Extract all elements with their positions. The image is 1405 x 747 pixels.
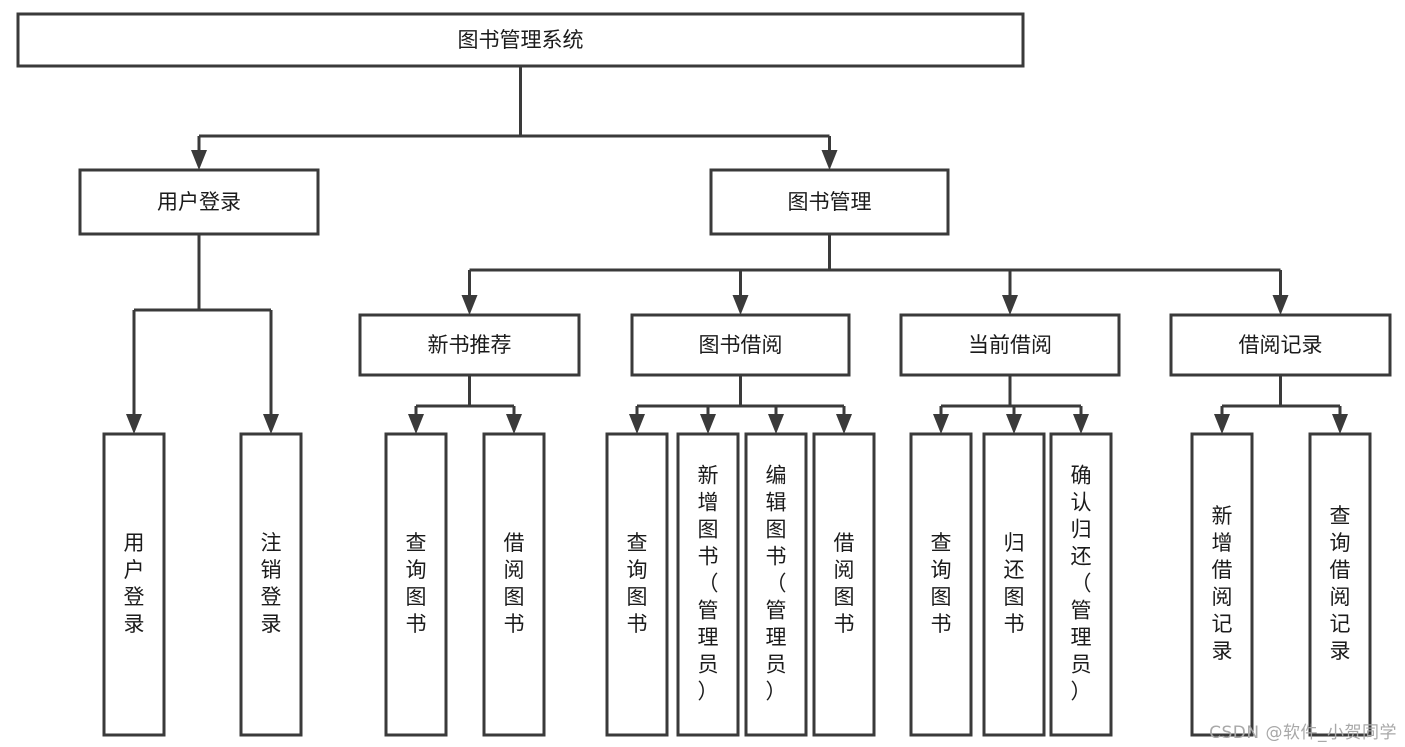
node-box-b3 [744,432,808,737]
arrow-head-icon [821,150,838,170]
node-newbook[interactable]: 新书推荐 [358,313,581,377]
arrow-head-icon [732,295,749,315]
node-box-l1 [102,432,166,737]
node-c3[interactable]: 确认归还（管理员） [1049,432,1113,737]
node-box-b1 [605,432,669,737]
node-login[interactable]: 用户登录 [78,168,320,236]
node-c2[interactable]: 归还图书 [982,432,1046,737]
node-box-l2 [239,432,303,737]
node-label-n2: 借阅图书 [504,531,525,636]
node-box-records [1169,313,1392,377]
node-records[interactable]: 借阅记录 [1169,313,1392,377]
node-n2[interactable]: 借阅图书 [482,432,546,737]
node-label-login: 用户登录 [157,190,241,214]
node-root[interactable]: 图书管理系统 [16,12,1025,68]
node-box-current [899,313,1121,377]
node-bookmgmt[interactable]: 图书管理 [709,168,950,236]
node-label-newbook: 新书推荐 [428,333,512,357]
node-label-b3: 编辑图书（管理员） [766,464,787,704]
node-box-c3 [1049,432,1113,737]
node-r1[interactable]: 新增借阅记录 [1190,432,1254,737]
node-box-bookmgmt [709,168,950,236]
node-current[interactable]: 当前借阅 [899,313,1121,377]
node-box-n1 [384,432,448,737]
node-label-r2: 查询借阅记录 [1330,504,1351,663]
node-label-b2: 新增图书（管理员） [698,464,719,704]
node-borrow[interactable]: 图书借阅 [630,313,851,377]
arrow-head-icon [1332,414,1348,434]
arrow-head-icon [768,414,784,434]
arrow-head-icon [263,414,279,434]
arrow-head-icon [933,414,949,434]
watermark-text: CSDN @软件_小贺同学 [1209,723,1397,743]
arrow-head-icon [629,414,645,434]
node-box-b4 [812,432,876,737]
arrow-head-icon [506,414,522,434]
node-n1[interactable]: 查询图书 [384,432,448,737]
node-box-r2 [1308,432,1372,737]
node-label-r1: 新增借阅记录 [1212,504,1233,663]
arrow-head-icon [836,414,852,434]
node-label-bookmgmt: 图书管理 [788,190,872,214]
node-c1[interactable]: 查询图书 [909,432,973,737]
node-label-c3: 确认归还（管理员） [1071,464,1092,704]
node-label-current: 当前借阅 [968,333,1052,357]
node-box-r1 [1190,432,1254,737]
node-box-login [78,168,320,236]
connector-layer [126,66,1348,434]
arrow-head-icon [408,414,424,434]
node-b3[interactable]: 编辑图书（管理员） [744,432,808,737]
node-label-l2: 注销登录 [261,531,282,636]
node-label-root: 图书管理系统 [458,28,584,52]
arrow-head-icon [1006,414,1022,434]
arrow-head-icon [700,414,716,434]
node-box-borrow [630,313,851,377]
node-box-newbook [358,313,581,377]
node-b2[interactable]: 新增图书（管理员） [676,432,740,737]
node-label-borrow: 图书借阅 [699,333,783,357]
node-layer: 图书管理系统用户登录图书管理新书推荐图书借阅当前借阅借阅记录用户登录注销登录查询… [16,12,1392,737]
node-l2[interactable]: 注销登录 [239,432,303,737]
node-label-n1: 查询图书 [406,531,427,636]
node-label-l1: 用户登录 [124,531,145,636]
node-box-c2 [982,432,1046,737]
node-b4[interactable]: 借阅图书 [812,432,876,737]
node-box-c1 [909,432,973,737]
arrow-head-icon [1073,414,1089,434]
arrow-head-icon [1272,295,1289,315]
arrow-head-icon [191,150,207,170]
node-label-b4: 借阅图书 [834,531,855,636]
arrow-head-icon [1002,295,1018,315]
node-label-c2: 归还图书 [1004,531,1025,636]
node-label-b1: 查询图书 [627,531,648,636]
arrow-head-icon [461,295,478,315]
node-box-n2 [482,432,546,737]
node-r2[interactable]: 查询借阅记录 [1308,432,1372,737]
node-box-root [16,12,1025,68]
node-l1[interactable]: 用户登录 [102,432,166,737]
node-label-records: 借阅记录 [1239,333,1323,357]
node-b1[interactable]: 查询图书 [605,432,669,737]
node-label-c1: 查询图书 [931,531,952,636]
arrow-head-icon [1214,414,1230,434]
node-box-b2 [676,432,740,737]
arrow-head-icon [126,414,142,434]
